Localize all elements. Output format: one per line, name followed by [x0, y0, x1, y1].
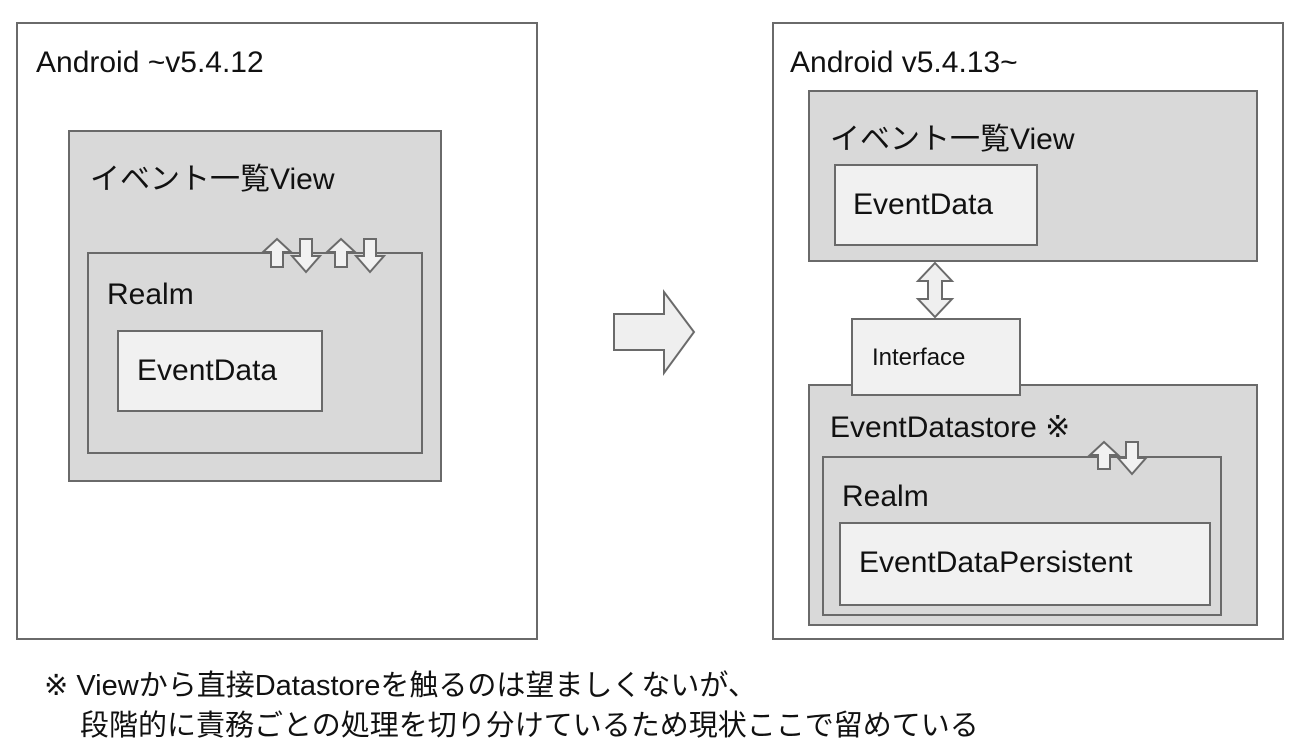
up-arrow-icon: [260, 237, 294, 268]
sync-arrows-icon: [1087, 440, 1149, 476]
up-arrow-icon: [324, 237, 358, 268]
left-realm-label: Realm: [107, 278, 194, 311]
down-arrow-icon: [289, 238, 323, 274]
persistent-label: EventDataPersistent: [859, 546, 1133, 579]
down-arrow-icon: [1115, 441, 1149, 476]
right-realm-label: Realm: [842, 480, 929, 513]
bidirectional-arrow-icon: [915, 261, 955, 319]
left-view-label: イベント一覧View: [90, 163, 335, 196]
interface-label: Interface: [872, 344, 966, 371]
right-view-label: イベント一覧View: [830, 123, 1075, 156]
left-eventdata-label: EventData: [137, 354, 278, 387]
down-arrow-icon: [353, 238, 387, 274]
up-arrow-icon: [1087, 440, 1121, 470]
footnote-line-2: 段階的に責務ごとの処理を切り分けているため現状ここで留めている: [80, 710, 979, 742]
datastore-label: EventDatastore ※: [830, 411, 1071, 444]
right-eventdata-box: EventData: [834, 164, 1038, 246]
left-eventdata-box: EventData: [117, 330, 323, 412]
right-panel-title: Android v5.4.13~: [790, 46, 1018, 79]
footnote-line-1: ※ Viewから直接Datastoreを触るのは望ましくないが、: [44, 670, 757, 702]
interface-box: Interface: [851, 318, 1021, 396]
right-arrow-icon: [613, 289, 696, 377]
right-eventdata-label: EventData: [853, 188, 994, 221]
left-panel-title: Android ~v5.4.12: [36, 46, 264, 79]
sync-arrows-icon: [260, 237, 387, 274]
persistent-box: EventDataPersistent: [839, 522, 1211, 606]
